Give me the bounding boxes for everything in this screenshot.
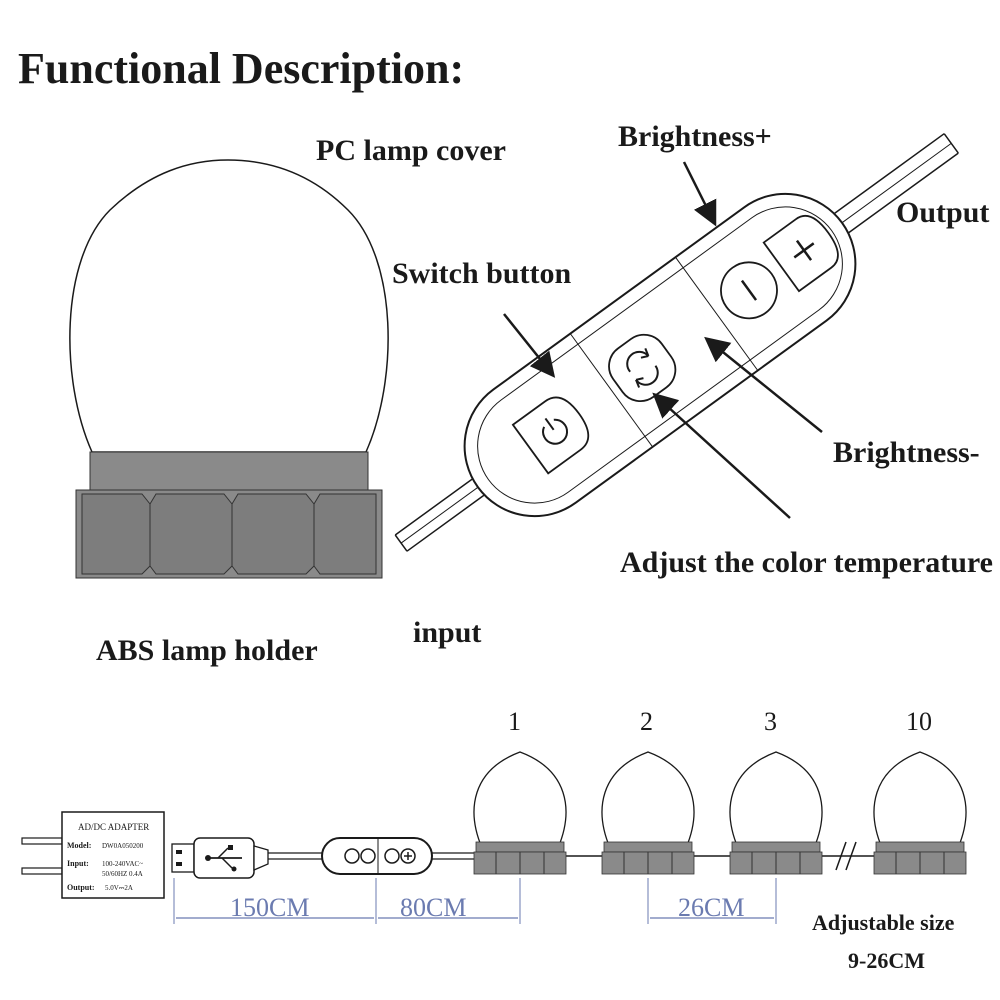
controller bbox=[394, 133, 959, 552]
switch-button[interactable] bbox=[511, 390, 597, 475]
input-label: input bbox=[413, 616, 481, 649]
power-icon bbox=[542, 417, 569, 445]
bulb-number-10: 10 bbox=[906, 707, 932, 736]
usb-plug bbox=[171, 837, 269, 879]
abs-lamp-holder-shape bbox=[75, 489, 383, 579]
lamp-base-ring bbox=[89, 451, 369, 491]
adapter-model-label: Model: bbox=[67, 841, 91, 850]
dimension-26cm bbox=[647, 878, 777, 924]
small-bulb-1 bbox=[473, 751, 567, 875]
color-temperature-arrow bbox=[652, 392, 791, 519]
adapter-title: AD/DC ADAPTER bbox=[78, 822, 149, 832]
dimension-label-26cm: 26CM bbox=[678, 893, 744, 922]
cable-break-mark bbox=[835, 841, 857, 871]
adapter-input-value-2: 50/60HZ 0.4A bbox=[102, 870, 143, 878]
adapter-input-value: 100-240VAC~ bbox=[102, 860, 143, 868]
dimension-80cm bbox=[378, 878, 521, 924]
color-temperature-button[interactable] bbox=[600, 326, 684, 410]
output-label: Output bbox=[896, 196, 989, 229]
adapter-output-value: 5.0V⎓2A bbox=[105, 884, 133, 892]
plus-icon bbox=[793, 239, 815, 261]
brightness-plus-arrow bbox=[682, 161, 717, 227]
pc-lamp-cover-label: PC lamp cover bbox=[316, 134, 506, 167]
input-cable bbox=[394, 469, 497, 552]
output-cable bbox=[822, 133, 959, 242]
adapter-model-value: DW0A050200 bbox=[102, 842, 144, 850]
bulb-number-3: 3 bbox=[764, 707, 777, 736]
small-bulb-2 bbox=[601, 751, 695, 875]
adjust-color-temperature-label: Adjust the color temperature bbox=[620, 546, 993, 579]
small-bulb-10 bbox=[873, 751, 967, 875]
switch-button-arrow bbox=[503, 313, 556, 378]
pc-lamp-cover-shape bbox=[69, 159, 389, 453]
adjustable-size-label: Adjustable size bbox=[812, 910, 955, 935]
page-title: Functional Description: bbox=[18, 44, 464, 93]
adapter-input-label: Input: bbox=[67, 859, 89, 868]
switch-button-label: Switch button bbox=[392, 257, 572, 290]
adapter-output-label: Output: bbox=[67, 883, 95, 892]
bulb-number-2: 2 bbox=[640, 707, 653, 736]
dimension-label-80cm: 80CM bbox=[400, 893, 466, 922]
dimension-label-150cm: 150CM bbox=[230, 893, 309, 922]
large-lamp bbox=[69, 159, 389, 579]
bulb-number-1: 1 bbox=[508, 707, 521, 736]
small-bulb-3 bbox=[729, 751, 823, 875]
ac-dc-adapter: AD/DC ADAPTER Model: DW0A050200 Input: 1… bbox=[21, 811, 165, 899]
brightness-plus-button[interactable] bbox=[762, 208, 846, 293]
brightness-minus-button[interactable] bbox=[710, 251, 788, 329]
adjustable-size-range: 9-26CM bbox=[848, 948, 925, 973]
usb-icon bbox=[205, 845, 242, 872]
mini-controller bbox=[321, 837, 433, 875]
brightness-minus-label: Brightness- bbox=[833, 436, 980, 469]
brightness-minus-arrow bbox=[704, 336, 823, 433]
brightness-plus-label: Brightness+ bbox=[618, 120, 772, 153]
cycle-icon bbox=[626, 348, 659, 388]
abs-lamp-holder-label: ABS lamp holder bbox=[96, 634, 318, 667]
dimension-150cm bbox=[173, 878, 377, 924]
minus-icon bbox=[740, 279, 758, 301]
